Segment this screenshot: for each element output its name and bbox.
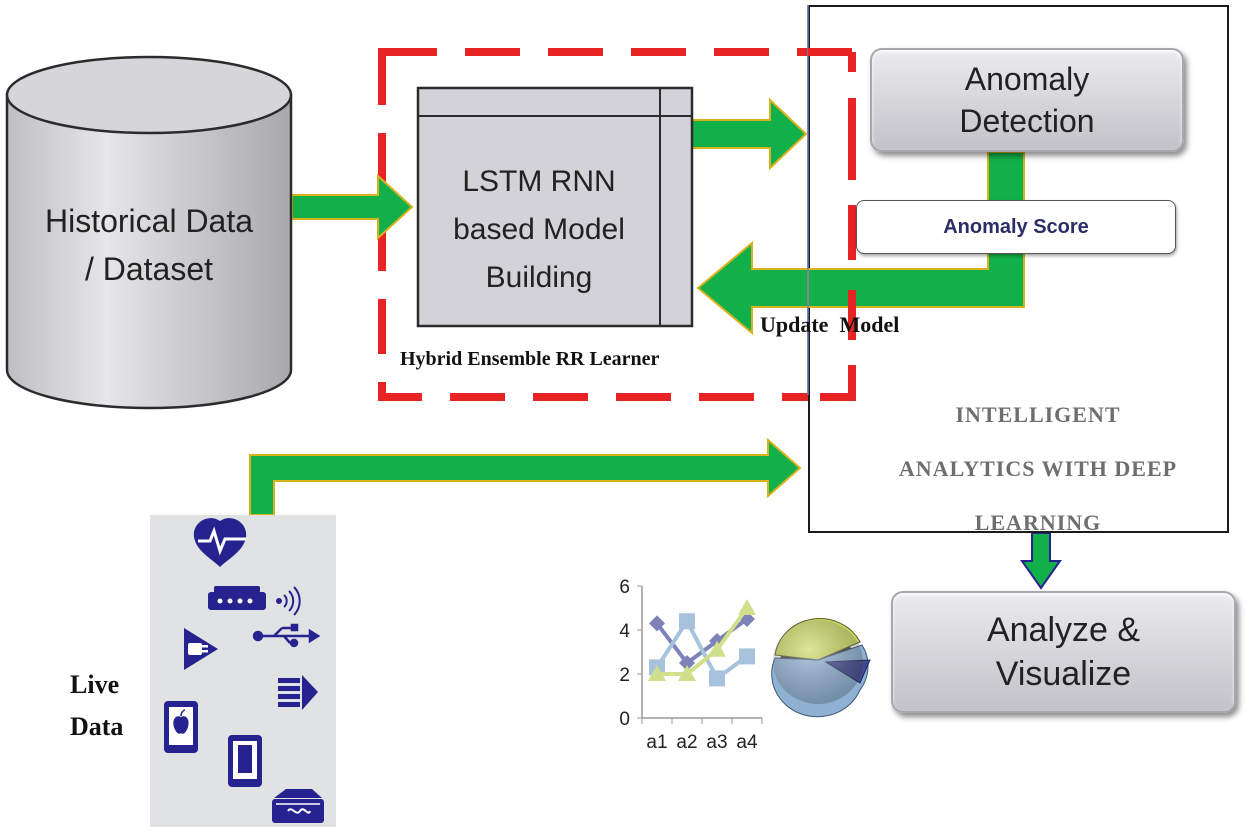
anomaly-detection-box: Anomaly Detection — [870, 48, 1184, 152]
tablet-apple-icon — [164, 701, 198, 753]
drive-icon — [272, 789, 324, 823]
intelligent-line-2: ANALYTICS WITH DEEP — [898, 456, 1178, 481]
intelligent-line-1: INTELLIGENT — [955, 402, 1121, 427]
x-tick-label: a4 — [736, 732, 758, 753]
heart-pulse-icon — [193, 518, 247, 567]
y-tick-label: 6 — [619, 577, 630, 598]
analyze-line-2: Visualize — [995, 655, 1132, 693]
series-1-point — [649, 615, 665, 632]
series-3-point — [678, 665, 696, 681]
analyze-line-1: Analyze & — [986, 611, 1141, 649]
model-line-1: LSTM RNN — [462, 165, 616, 198]
line-chart: 0 2 4 6 a1 a2 a3 a4 — [619, 577, 763, 753]
model-line-2: based Model — [453, 213, 625, 246]
wifi-icon — [276, 586, 301, 616]
usb-icon — [252, 623, 321, 648]
plug-icon — [184, 628, 218, 670]
series-line-2 — [655, 617, 749, 682]
x-tick-label: a1 — [646, 732, 667, 753]
model-building-label: LSTM RNN based Model Building — [418, 150, 660, 310]
series-line-3 — [657, 606, 749, 676]
live-data-label: Live Data — [70, 664, 123, 748]
analyze-visualize-box: Analyze & Visualize — [891, 591, 1236, 713]
arrow-to-analyze — [1020, 532, 1062, 590]
live-line-2: Data — [70, 712, 124, 741]
stream-icon — [278, 675, 318, 710]
model-window — [416, 86, 694, 328]
historical-line-2: / Dataset — [84, 251, 214, 287]
y-tick-label: 4 — [619, 621, 630, 642]
live-line-1: Live — [70, 670, 120, 699]
anomaly-line-2: Detection — [959, 103, 1095, 139]
x-tick-label: a3 — [706, 732, 727, 753]
ensemble-label: Hybrid Ensemble RR Learner — [400, 348, 660, 370]
database-cylinder — [5, 55, 293, 410]
arrow-to-anomaly — [689, 97, 808, 171]
historical-data-label: Historical Data / Dataset — [7, 190, 291, 300]
series-1-point — [679, 655, 695, 671]
series-2-point — [709, 670, 725, 687]
anomaly-score-box: Anomaly Score — [856, 200, 1176, 254]
series-3-point — [738, 599, 756, 615]
device-icons — [164, 518, 324, 823]
series-2-point — [679, 613, 695, 630]
y-tick-label: 2 — [619, 665, 630, 686]
x-tick-label: a2 — [676, 732, 697, 753]
historical-line-1: Historical Data — [44, 203, 254, 239]
live-data-panel — [150, 515, 336, 827]
model-line-3: Building — [485, 261, 593, 294]
arrow-to-model — [291, 173, 414, 241]
series-2-point — [739, 648, 755, 665]
series-3-point — [708, 640, 726, 657]
anomaly-line-1: Anomaly — [964, 61, 1090, 97]
series-3-point — [648, 665, 666, 681]
intelligent-line-3: LEARNING — [974, 510, 1102, 535]
update-model-label: Update Model — [760, 312, 900, 337]
y-tick-label: 0 — [619, 709, 630, 730]
pie-chart — [771, 618, 871, 718]
tablet-icon — [228, 735, 262, 787]
intelligent-analytics-label: INTELLIGENT ANALYTICS WITH DEEP LEARNING — [848, 388, 1228, 550]
arrow-live-data — [249, 437, 802, 516]
router-icon — [208, 586, 266, 610]
